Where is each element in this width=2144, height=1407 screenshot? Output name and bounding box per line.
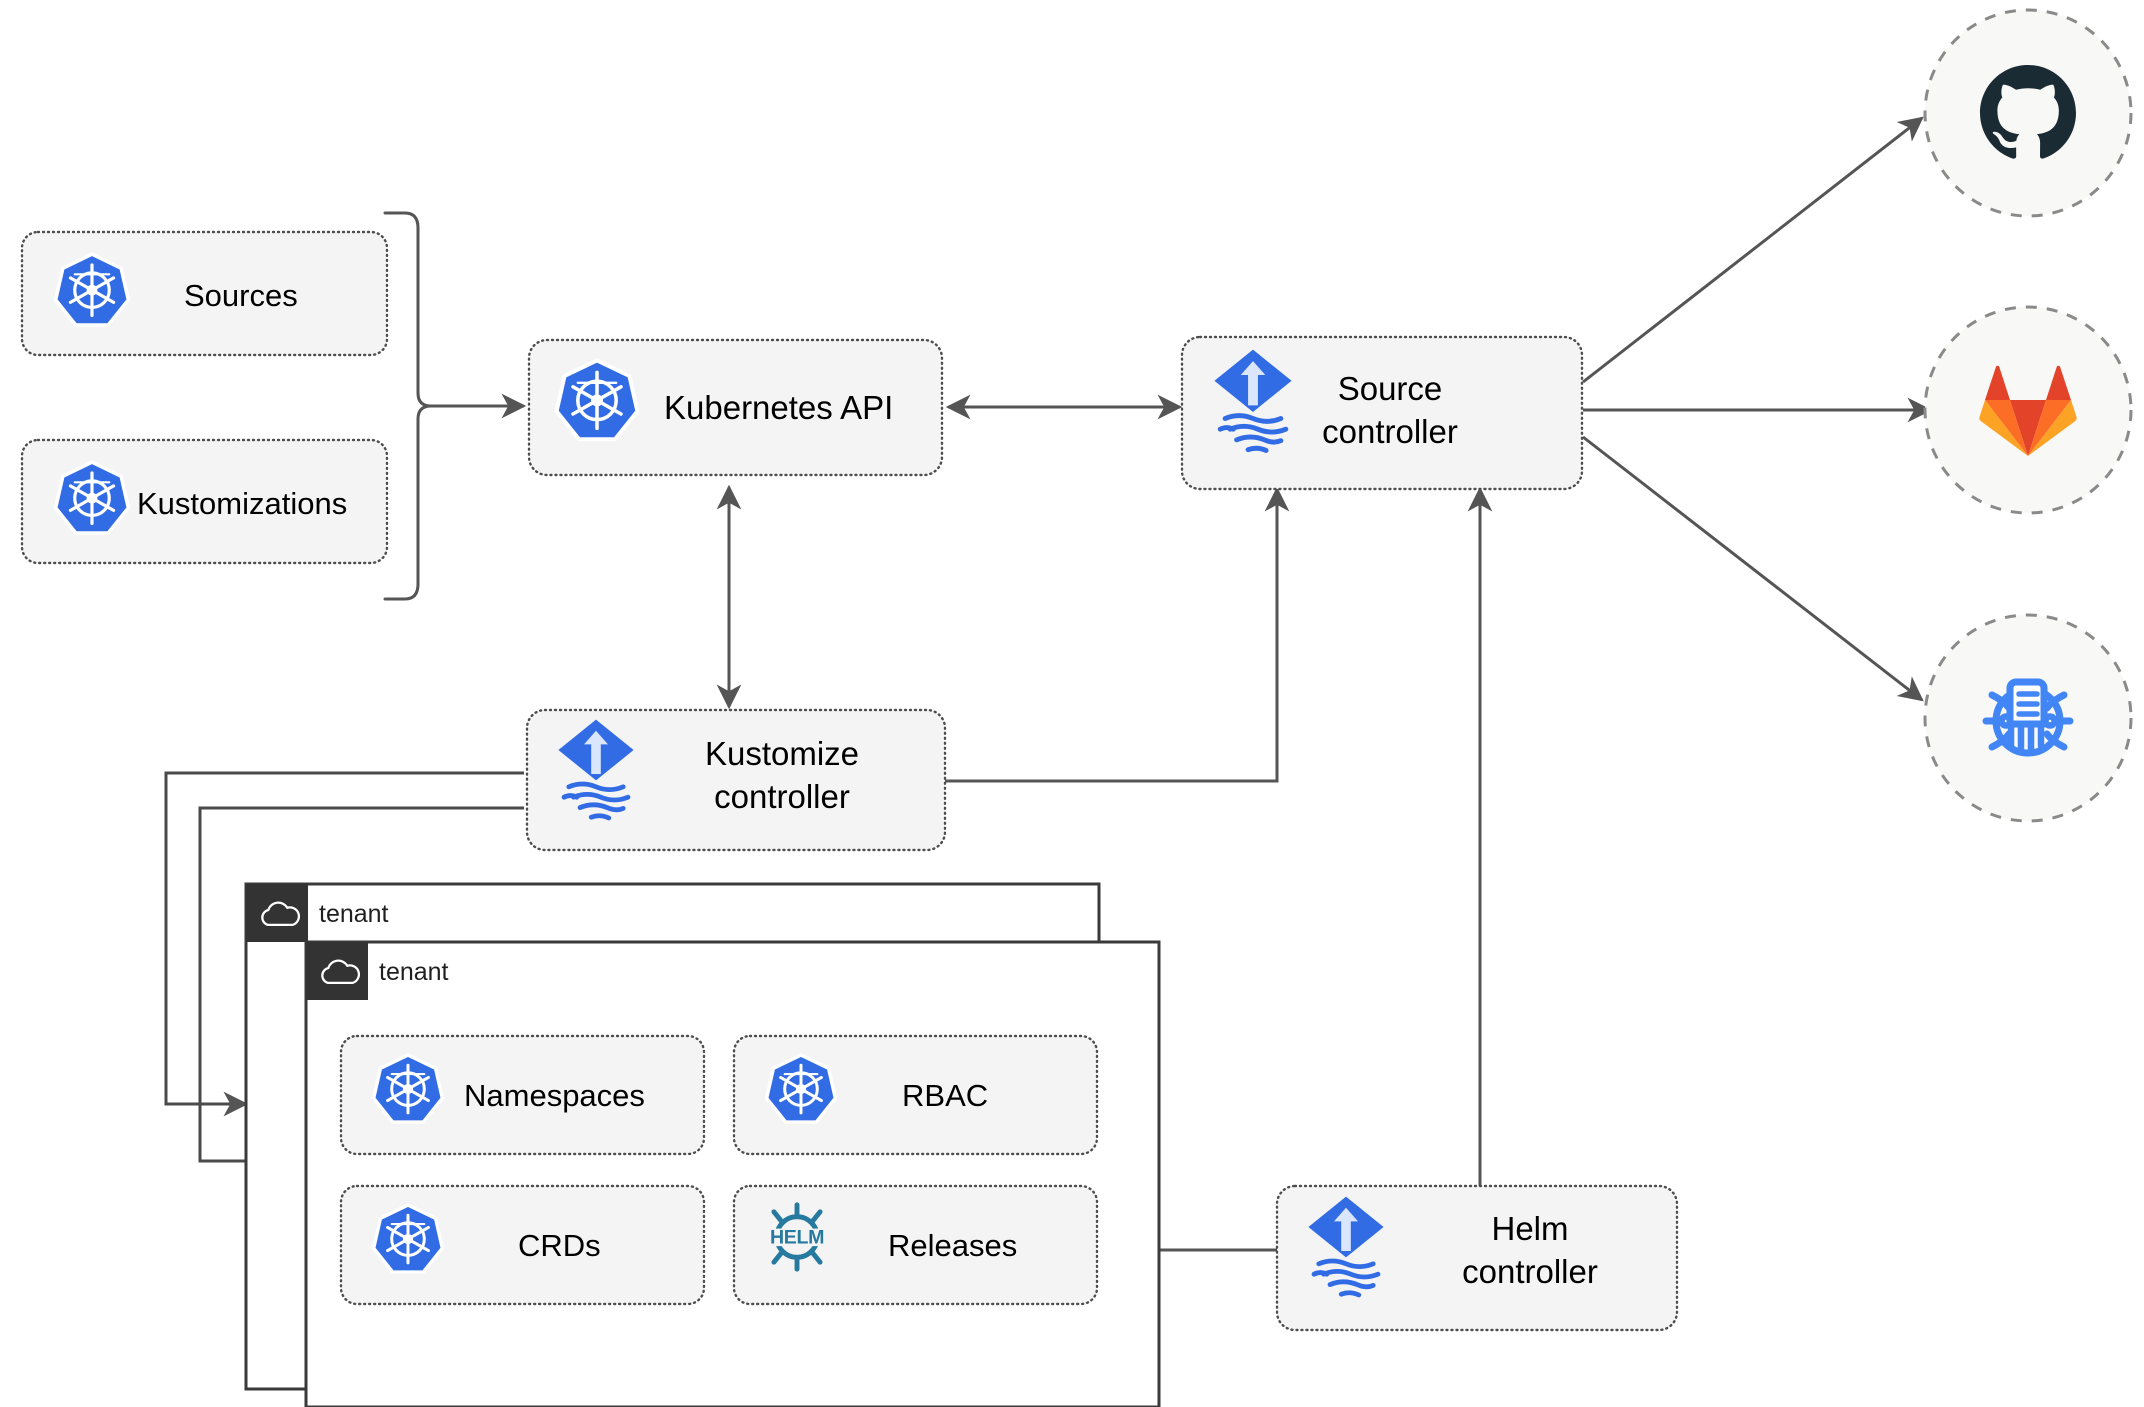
helm-controller-label-line2: controller [1462, 1253, 1598, 1290]
kustomize-controller-label-line1: Kustomize [705, 735, 859, 772]
node-namespaces[interactable]: Namespaces [339, 1034, 706, 1156]
edge-source-github[interactable] [1582, 116, 1924, 384]
node-releases[interactable]: Releases [732, 1184, 1099, 1306]
tenant-2-label: tenant [379, 958, 449, 986]
node-helm-controller[interactable]: Helm controller [1275, 1184, 1679, 1332]
helm-controller-label-line1: Helm [1491, 1210, 1568, 1247]
tenant-1-label: tenant [319, 900, 389, 928]
kubernetes-api-label: Kubernetes API [664, 389, 893, 426]
kustomizations-label: Kustomizations [137, 486, 347, 521]
node-sources[interactable]: Sources [20, 230, 389, 357]
namespaces-label: Namespaces [464, 1078, 645, 1113]
provider-gitlab[interactable] [1923, 305, 2133, 515]
node-crds[interactable]: CRDs [339, 1184, 706, 1306]
tenant-container-2[interactable]: tenant [304, 940, 1161, 1407]
source-controller-label-line2: controller [1322, 413, 1458, 450]
edge-kustomize-source[interactable] [945, 486, 1290, 783]
sources-label: Sources [184, 278, 298, 313]
node-kustomize-controller[interactable]: Kustomize controller [525, 708, 947, 852]
rbac-label: RBAC [902, 1078, 988, 1113]
provider-bucket[interactable] [1923, 613, 2133, 823]
node-kubernetes-api[interactable]: Kubernetes API [527, 338, 944, 477]
input-group-brace [383, 211, 527, 601]
source-controller-label-line1: Source [1338, 370, 1443, 407]
releases-label: Releases [888, 1228, 1017, 1263]
edge-kustomize-tenant-1[interactable] [164, 771, 524, 1117]
edge-source-bucket[interactable] [1582, 435, 1924, 702]
node-kustomizations[interactable]: Kustomizations [20, 438, 389, 565]
kustomize-controller-label-line2: controller [714, 778, 850, 815]
node-rbac[interactable]: RBAC [732, 1034, 1099, 1156]
node-source-controller[interactable]: Source controller [1180, 335, 1584, 491]
crds-label: CRDs [518, 1228, 601, 1263]
provider-github[interactable] [1923, 8, 2133, 218]
